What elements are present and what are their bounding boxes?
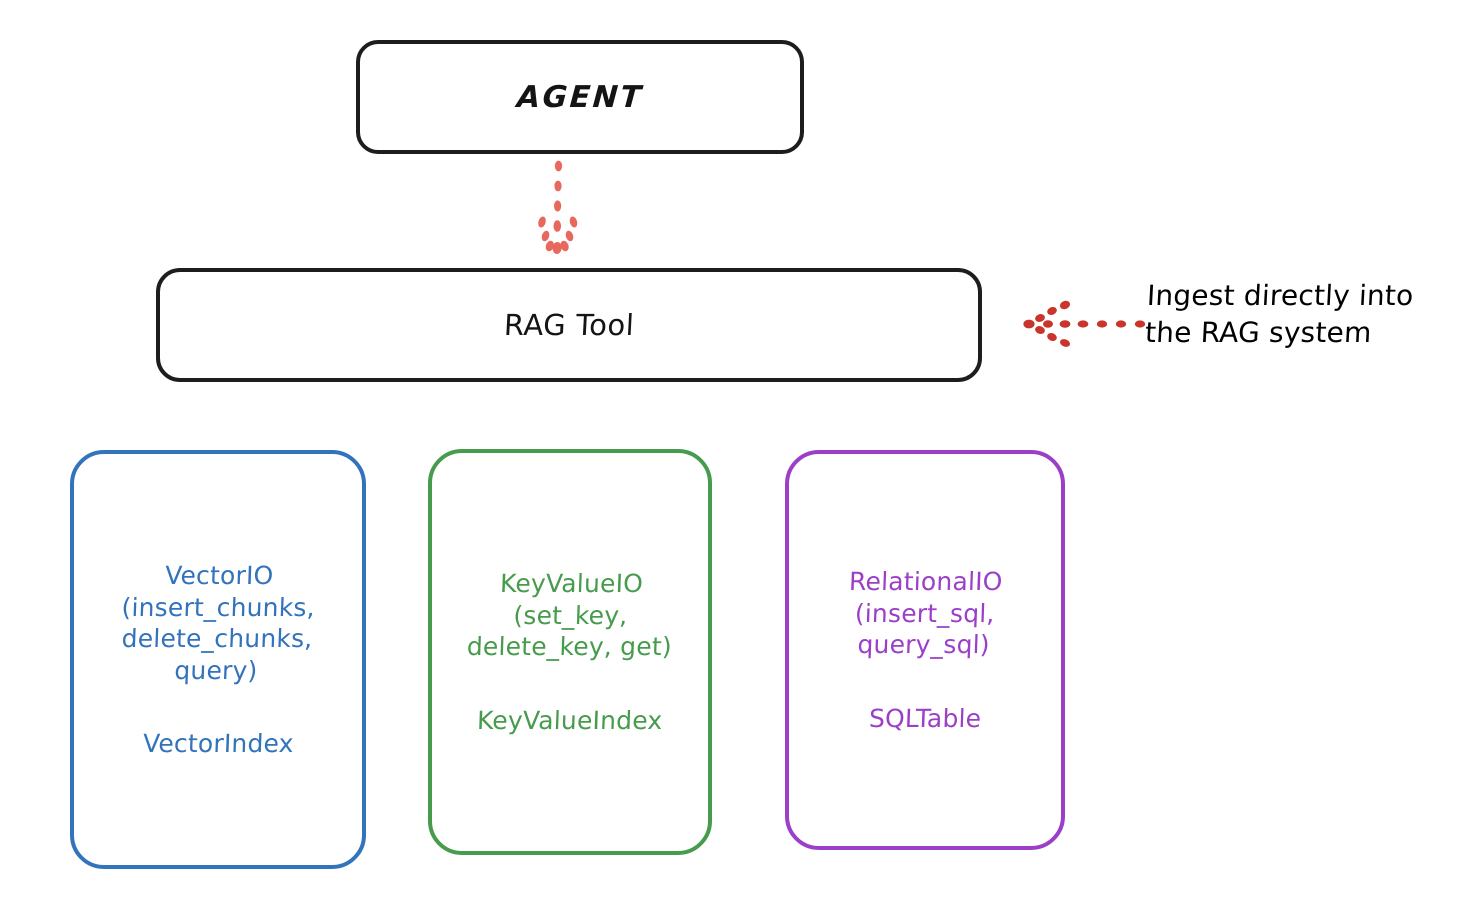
key-value-io-node[interactable]: KeyValueIO (set_key, delete_key, get) Ke… (428, 449, 712, 855)
vector-io-subtitle: VectorIndex (142, 728, 294, 758)
agent-node[interactable]: AGENT (356, 40, 804, 154)
key-value-io-title: KeyValueIO (set_key, delete_key, get) (465, 569, 672, 661)
vector-io-node[interactable]: VectorIO (insert_chunks, delete_chunks, … (70, 450, 366, 869)
vector-io-title: VectorIO (insert_chunks, delete_chunks, … (121, 560, 316, 685)
relational-io-subtitle: SQLTable (868, 703, 982, 733)
rag-tool-node[interactable]: RAG Tool (156, 268, 982, 382)
key-value-io-subtitle: KeyValueIndex (476, 705, 664, 735)
relational-io-node[interactable]: RelationalIO (insert_sql, query_sql) SQL… (785, 450, 1065, 850)
relational-io-title: RelationalIO (insert_sql, query_sql) (848, 567, 1004, 659)
agent-node-label: AGENT (515, 79, 645, 115)
dotted-arrow-down-icon (518, 160, 598, 270)
rag-tool-node-label: RAG Tool (502, 308, 636, 342)
ingest-annotation-text: Ingest directly into the RAG system (1144, 279, 1415, 349)
dotted-arrow-left-icon (1018, 298, 1146, 350)
